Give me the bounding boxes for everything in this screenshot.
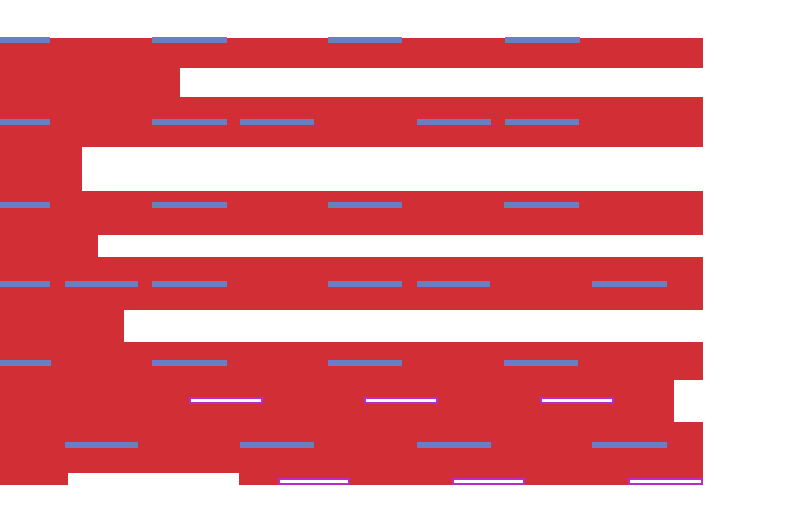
link-dash: [592, 281, 667, 287]
link-dash: [0, 202, 50, 208]
link-dash: [0, 119, 50, 125]
link-dash: [417, 119, 491, 125]
red-block: [0, 310, 124, 342]
link-dash: [152, 119, 227, 125]
white-notch: [674, 380, 703, 422]
red-block: [0, 68, 180, 97]
red-block: [0, 38, 703, 68]
link-dash: [240, 119, 314, 125]
outlined-link-dash: [628, 478, 703, 485]
link-dash: [0, 281, 50, 287]
link-dash: [152, 281, 227, 287]
link-dash: [592, 442, 667, 448]
outlined-link-dash: [278, 478, 350, 485]
link-dash: [328, 281, 402, 287]
link-dash: [65, 442, 138, 448]
red-block: [0, 235, 98, 257]
link-dash: [504, 360, 578, 366]
link-dash: [65, 281, 138, 287]
outlined-link-dash: [540, 397, 614, 404]
link-dash: [417, 442, 491, 448]
red-block: [0, 97, 703, 147]
link-dash: [152, 202, 227, 208]
link-dash: [328, 37, 402, 43]
link-dash: [328, 202, 402, 208]
link-dash: [505, 119, 579, 125]
link-dash: [504, 202, 579, 208]
link-dash: [505, 37, 580, 43]
link-dash: [0, 360, 51, 366]
outlined-link-dash: [364, 397, 438, 404]
red-block: [0, 473, 68, 485]
outlined-link-dash: [189, 397, 263, 404]
link-dash: [328, 360, 402, 366]
link-dash: [152, 37, 227, 43]
link-dash: [240, 442, 314, 448]
outlined-link-dash: [452, 478, 525, 485]
red-block: [0, 191, 703, 235]
link-dash: [417, 281, 490, 287]
link-dash: [152, 360, 227, 366]
red-block: [0, 147, 82, 191]
link-dash: [0, 37, 50, 43]
